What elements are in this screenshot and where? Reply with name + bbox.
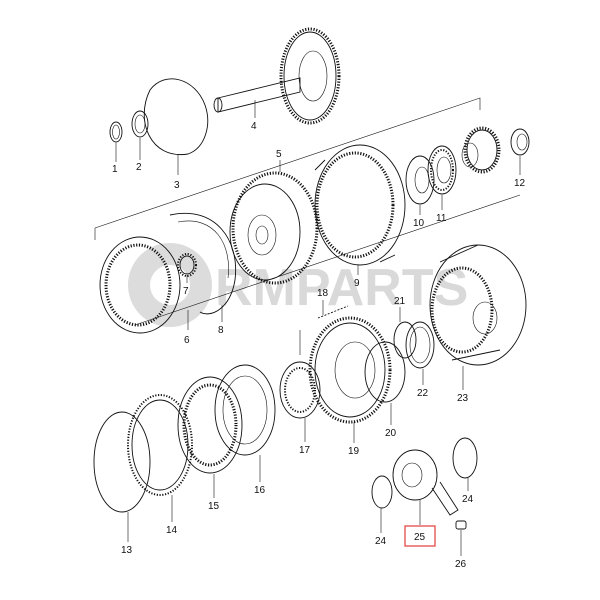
part-23-clutch-drum xyxy=(429,244,527,366)
label-part-23: 23 xyxy=(457,393,469,404)
part-14-steel-plate xyxy=(127,394,193,496)
part-5-planet-carrier xyxy=(229,171,319,285)
part-22-ring xyxy=(405,321,435,369)
part-7-pinion xyxy=(177,253,197,277)
part-labels: 1 2 3 4 5 6 7 8 9 10 11 12 13 14 15 16 1… xyxy=(112,121,526,570)
label-part-4: 4 xyxy=(251,121,257,132)
label-part-21: 21 xyxy=(394,296,406,307)
label-part-7: 7 xyxy=(183,286,189,297)
label-part-12: 12 xyxy=(514,178,526,189)
watermark-text: RMPARTS xyxy=(215,259,468,317)
label-part-9: 9 xyxy=(354,278,360,289)
part-19-clutch-hub xyxy=(308,316,392,424)
part-21-ring xyxy=(393,321,417,359)
part-24b-ring xyxy=(452,437,478,479)
label-part-1: 1 xyxy=(112,164,118,175)
part-13-snap-ring xyxy=(93,411,151,513)
part-4-shaft-gear xyxy=(213,27,341,125)
label-part-25: 25 xyxy=(414,532,426,543)
watermark: RMPARTS xyxy=(128,243,468,327)
label-part-5: 5 xyxy=(276,149,282,160)
part-26-pad xyxy=(455,520,467,530)
part-18-spring xyxy=(317,305,349,319)
label-part-2: 2 xyxy=(136,162,142,173)
part-20-ring xyxy=(364,341,406,403)
part-12-small-bearing xyxy=(510,128,530,156)
label-part-18: 18 xyxy=(317,288,329,299)
label-part-14: 14 xyxy=(166,525,178,536)
label-part-15: 15 xyxy=(208,501,220,512)
label-part-17: 17 xyxy=(299,445,311,456)
highlight-box xyxy=(404,525,436,547)
label-part-22: 22 xyxy=(417,388,429,399)
part-17-hub xyxy=(279,361,321,419)
left-ring-gear xyxy=(99,236,181,334)
label-part-20: 20 xyxy=(385,428,397,439)
label-part-6: 6 xyxy=(184,335,190,346)
part-24a-ring xyxy=(371,475,393,509)
part-15-friction-plate xyxy=(177,376,243,474)
group-bracket xyxy=(94,97,521,355)
label-part-3: 3 xyxy=(174,180,180,191)
part-25-release-bearing xyxy=(392,449,459,516)
part-3-snap-ring xyxy=(143,78,209,155)
part-10-thrust-washer xyxy=(405,155,435,205)
label-part-11: 11 xyxy=(436,213,447,224)
label-part-19: 19 xyxy=(348,446,360,457)
label-part-26: 26 xyxy=(455,559,467,570)
label-part-24b: 24 xyxy=(462,494,474,505)
part-9-ring-gear xyxy=(314,144,406,266)
label-part-16: 16 xyxy=(254,485,266,496)
label-part-13: 13 xyxy=(121,545,133,556)
part-11-needle-bearing xyxy=(427,145,457,195)
label-part-8: 8 xyxy=(218,325,224,336)
sun-gear xyxy=(461,126,501,174)
label-part-10: 10 xyxy=(413,218,425,229)
leader-lines xyxy=(115,100,521,556)
part-16-clutch-plate xyxy=(214,364,276,456)
part-1-small-ring xyxy=(109,121,123,143)
part-8-snap-ring xyxy=(169,212,237,315)
label-part-24a: 24 xyxy=(375,536,387,547)
